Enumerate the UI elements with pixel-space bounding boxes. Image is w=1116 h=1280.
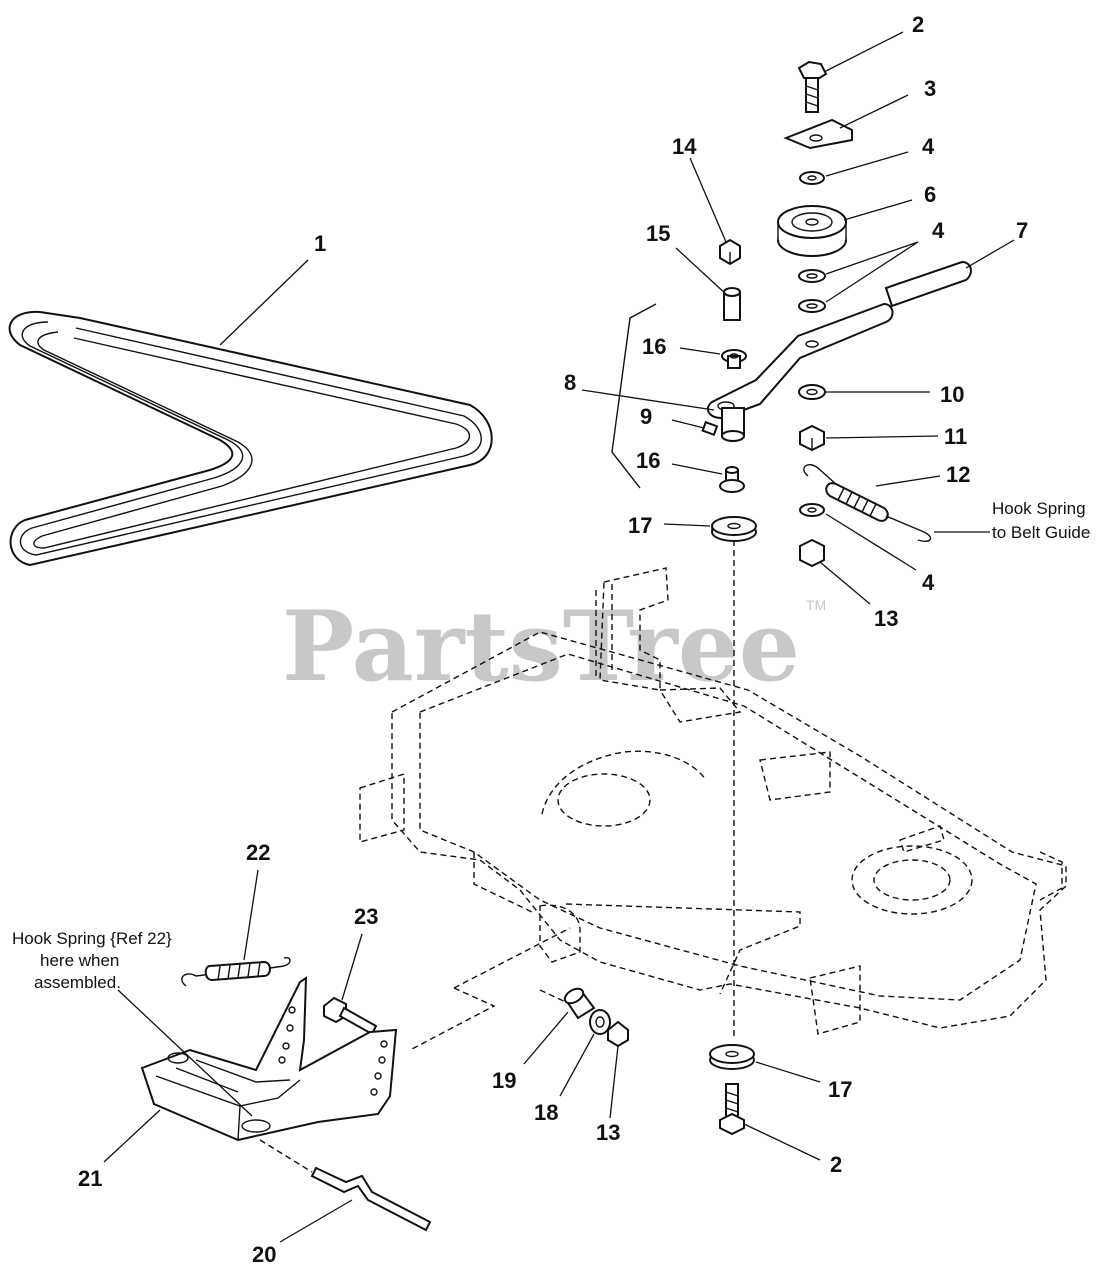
callout-15: 15 xyxy=(646,221,670,246)
leader-23 xyxy=(341,933,363,1001)
assembly-path-spacer xyxy=(539,989,571,1005)
callout-13-top: 13 xyxy=(874,606,898,631)
callout-13-bottom: 13 xyxy=(596,1120,620,1145)
nut-13-lower xyxy=(607,1020,629,1048)
lock-washer xyxy=(798,384,826,400)
v-belt-part xyxy=(8,310,493,567)
leader-21 xyxy=(103,1109,161,1163)
spacer-19 xyxy=(563,987,596,1020)
leader-15 xyxy=(675,247,729,297)
mower-deck-phantom xyxy=(359,567,1067,1035)
idler-pulley-part xyxy=(777,205,847,257)
bolt-lower-part xyxy=(719,1083,745,1136)
callout-12: 12 xyxy=(946,462,970,487)
callout-14: 14 xyxy=(672,134,697,159)
leader-14 xyxy=(689,157,727,243)
washer-mid-2 xyxy=(798,299,826,313)
assembly-path-bracket xyxy=(453,927,571,989)
leader-7 xyxy=(965,239,1015,269)
leader-19 xyxy=(523,1011,569,1065)
leader-hook-ref22 xyxy=(117,989,253,1117)
washer-top xyxy=(799,171,825,185)
thick-washer-upper xyxy=(711,516,757,542)
assembly-path-bracket-2 xyxy=(409,987,496,1051)
bracket-part xyxy=(783,118,853,150)
note-ref22-line3: assembled. xyxy=(34,973,121,992)
leader-4c xyxy=(825,513,917,571)
callout-10: 10 xyxy=(940,382,964,407)
bracket-spring xyxy=(181,956,291,987)
leader-9 xyxy=(671,419,705,429)
leader-11 xyxy=(825,435,939,439)
callout-16-upper: 16 xyxy=(642,334,666,359)
washer-mid-1 xyxy=(798,269,826,283)
note-hook-spring-line1: Hook Spring xyxy=(992,499,1086,518)
callout-4-top: 4 xyxy=(922,134,935,159)
callout-16-lower: 16 xyxy=(636,448,660,473)
callout-22: 22 xyxy=(246,840,270,865)
note-ref22-line2: here when xyxy=(40,951,119,970)
callout-9: 9 xyxy=(640,404,652,429)
callout-7: 7 xyxy=(1016,218,1028,243)
leader-4b-2 xyxy=(825,241,919,303)
assembly-path-pin xyxy=(259,1139,313,1173)
callout-8: 8 xyxy=(564,370,576,395)
mounting-bracket xyxy=(140,976,398,1142)
callout-4-lower: 4 xyxy=(922,570,935,595)
leader-6 xyxy=(843,199,913,221)
leader-20 xyxy=(279,1199,353,1243)
bushing-upper xyxy=(721,349,747,369)
spacer-part xyxy=(723,287,741,321)
callout-1: 1 xyxy=(314,231,326,256)
bracket-bolt xyxy=(323,996,378,1036)
washer-18 xyxy=(589,1009,611,1035)
callout-21: 21 xyxy=(78,1166,102,1191)
bushing-lower xyxy=(719,466,745,493)
callout-23: 23 xyxy=(354,904,378,929)
group-bracket xyxy=(611,303,657,489)
callout-2-top: 2 xyxy=(912,12,924,37)
idler-arm-part xyxy=(706,302,894,442)
nylock-nut xyxy=(799,538,825,568)
belt-guide-pad xyxy=(884,260,972,308)
callout-11: 11 xyxy=(944,424,967,449)
note-ref22-line1: Hook Spring {Ref 22} xyxy=(12,929,172,948)
leader-4b-1 xyxy=(825,241,919,275)
leader-1 xyxy=(219,259,309,346)
callout-20: 20 xyxy=(252,1242,276,1267)
leader-8 xyxy=(581,389,715,411)
callout-2-bottom: 2 xyxy=(830,1152,842,1177)
callout-6: 6 xyxy=(924,182,936,207)
extension-spring xyxy=(803,464,932,542)
washer-lower xyxy=(799,503,825,517)
leader-12 xyxy=(875,475,941,487)
leader-17b xyxy=(755,1061,821,1083)
watermark-trademark: TM xyxy=(806,597,826,613)
watermark-text: PartsTree xyxy=(282,590,800,703)
leader-16b xyxy=(671,463,723,475)
leader-22 xyxy=(243,869,259,961)
leader-2-bottom xyxy=(743,1123,821,1161)
bolt-top-part xyxy=(797,60,828,113)
leader-13a xyxy=(819,561,871,605)
callout-17-lower: 17 xyxy=(828,1077,852,1102)
callout-18: 18 xyxy=(534,1100,558,1125)
set-screw-part xyxy=(701,420,719,437)
leader-2-top xyxy=(823,31,904,73)
callout-3: 3 xyxy=(924,76,936,101)
callout-19: 19 xyxy=(492,1068,516,1093)
leader-3 xyxy=(839,94,909,129)
thick-washer-lower xyxy=(709,1044,755,1070)
callout-17-upper: 17 xyxy=(628,513,652,538)
leader-16a xyxy=(679,347,721,355)
leader-17a xyxy=(663,523,711,527)
leader-13b xyxy=(609,1045,619,1119)
pivot-pin xyxy=(310,1166,432,1232)
leader-18 xyxy=(559,1033,595,1097)
leader-4a xyxy=(825,151,909,177)
callout-4-mid: 4 xyxy=(932,218,945,243)
note-hook-spring-line2: to Belt Guide xyxy=(992,523,1090,542)
